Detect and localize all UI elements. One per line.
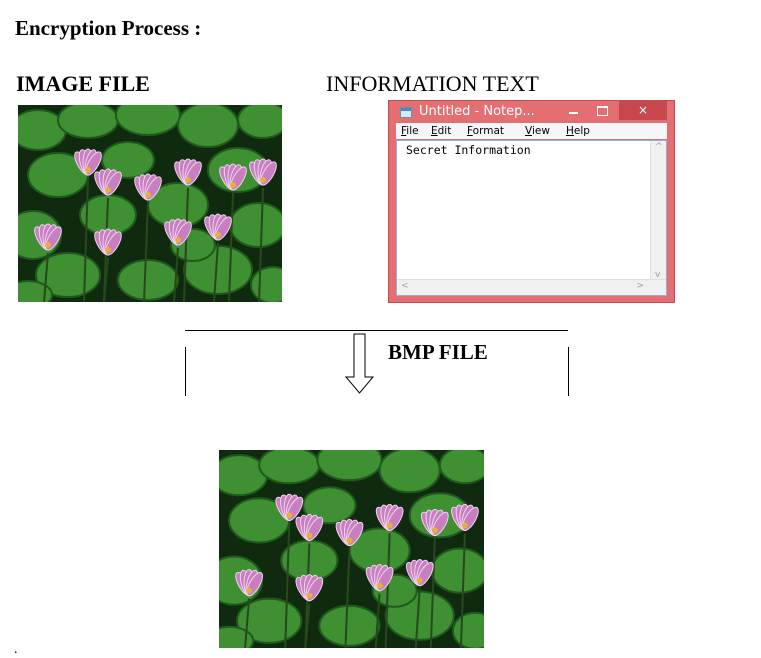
notepad-text-area[interactable]: Secret Information ^ v < > [396,140,667,296]
notepad-content: Secret Information [406,143,531,157]
bmp-output-image [219,450,484,648]
bmp-file-label: BMP FILE [388,340,488,364]
scroll-left-icon[interactable]: < [401,281,409,291]
menu-edit[interactable]: Edit [431,125,452,137]
scroll-up-icon[interactable]: ^ [655,142,663,152]
scroll-right-icon[interactable]: > [636,281,644,291]
notepad-window: Untitled - Notep... × File Edit Format V… [388,100,675,303]
menu-help[interactable]: Help [566,125,590,137]
notepad-title: Untitled - Notep... [419,104,535,119]
menu-format[interactable]: Format [467,125,505,137]
bracket-left-line [185,347,186,396]
scroll-down-icon[interactable]: v [655,270,661,280]
horizontal-scrollbar[interactable]: < > [397,279,666,295]
menu-view[interactable]: View [525,125,550,137]
minimize-icon[interactable] [569,112,578,114]
notepad-title-bar[interactable]: Untitled - Notep... × [389,101,674,123]
information-text-label: INFORMATION TEXT [326,71,539,96]
bracket-right-line [568,347,569,396]
image-file-label: IMAGE FILE [16,71,150,96]
notepad-icon [400,107,412,118]
bracket-top-line [185,330,568,331]
maximize-icon[interactable] [597,106,608,116]
vertical-scrollbar[interactable]: ^ v [650,141,666,281]
footer-mark: . [14,642,18,657]
menu-file[interactable]: File [401,125,419,137]
page-heading: Encryption Process : [15,16,202,40]
down-arrow-icon [345,333,375,394]
notepad-menubar: File Edit Format View Help [396,123,667,139]
close-icon[interactable]: × [619,101,667,120]
original-image [18,105,282,302]
